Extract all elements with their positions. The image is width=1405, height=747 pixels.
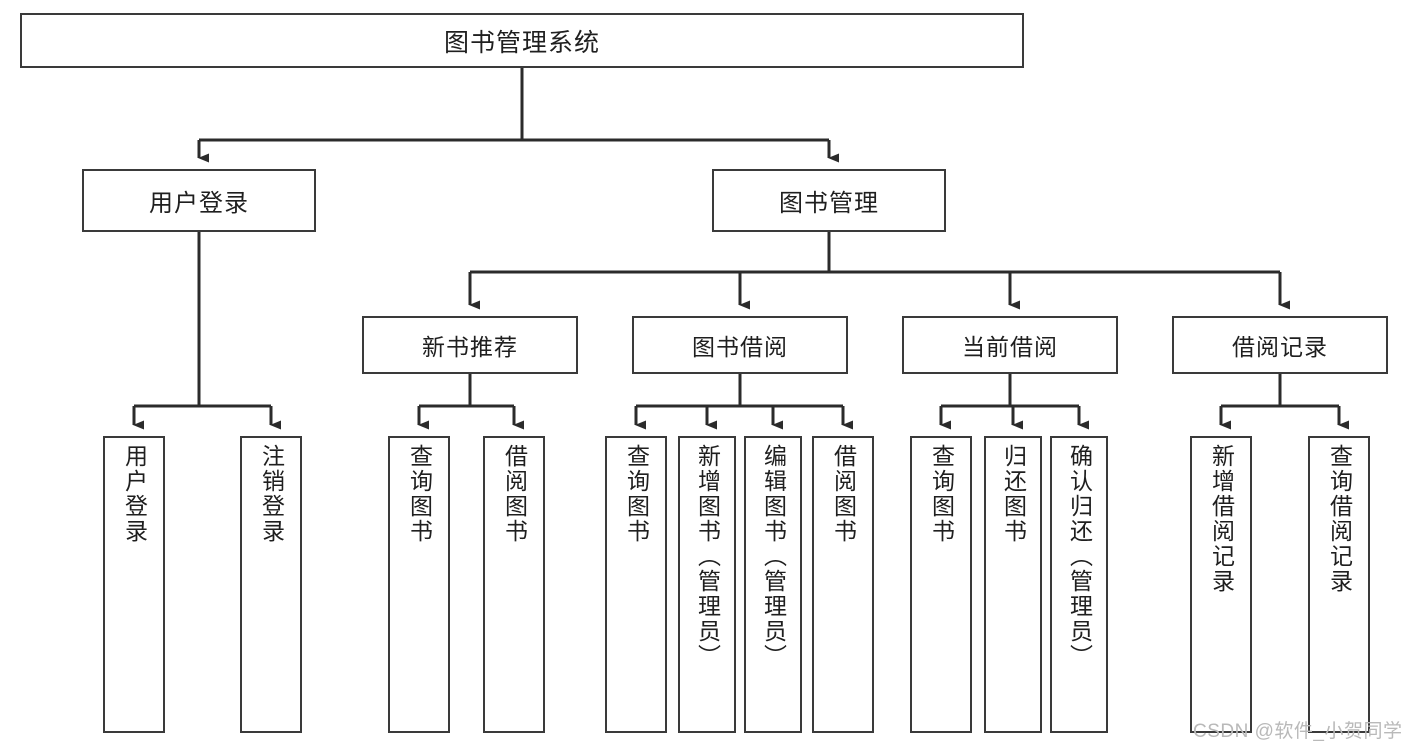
leaf-add-borrow-record[interactable]: 新增借阅记录 <box>1190 436 1252 733</box>
leaf-query-book-current[interactable]: 查询图书 <box>910 436 972 733</box>
leaf-borrow-book[interactable]: 借阅图书 <box>812 436 874 733</box>
leaf-query-book-current-label: 查询图书 <box>928 444 955 544</box>
leaf-query-book-borrow-label: 查询图书 <box>623 444 650 544</box>
node-user-login[interactable]: 用户登录 <box>82 169 316 232</box>
leaf-user-login[interactable]: 用户登录 <box>103 436 165 733</box>
node-current-borrow[interactable]: 当前借阅 <box>902 316 1118 374</box>
leaf-edit-book-admin[interactable]: 编辑图书（管理员） <box>744 436 802 733</box>
csdn-watermark: CSDN @软件_小贺同学 <box>1193 721 1403 742</box>
leaf-confirm-return-admin[interactable]: 确认归还（管理员） <box>1050 436 1108 733</box>
leaf-borrow-book-label: 借阅图书 <box>830 444 857 544</box>
leaf-query-book-recommend-label: 查询图书 <box>406 444 433 544</box>
node-borrow-record[interactable]: 借阅记录 <box>1172 316 1388 374</box>
leaf-confirm-return-admin-label: 确认归还（管理员） <box>1066 444 1093 669</box>
leaf-query-borrow-record[interactable]: 查询借阅记录 <box>1308 436 1370 733</box>
leaf-borrow-book-recommend[interactable]: 借阅图书 <box>483 436 545 733</box>
node-root[interactable]: 图书管理系统 <box>20 13 1024 68</box>
leaf-return-book-label: 归还图书 <box>1000 444 1027 544</box>
leaf-logout[interactable]: 注销登录 <box>240 436 302 733</box>
node-book-borrow[interactable]: 图书借阅 <box>632 316 848 374</box>
leaf-add-borrow-record-label: 新增借阅记录 <box>1208 444 1235 594</box>
leaf-add-book-admin[interactable]: 新增图书（管理员） <box>678 436 736 733</box>
node-book-management[interactable]: 图书管理 <box>712 169 946 232</box>
leaf-return-book[interactable]: 归还图书 <box>984 436 1042 733</box>
leaf-borrow-book-recommend-label: 借阅图书 <box>501 444 528 544</box>
node-root-label: 图书管理系统 <box>443 28 600 57</box>
leaf-add-book-admin-label: 新增图书（管理员） <box>694 444 721 669</box>
leaf-user-login-label: 用户登录 <box>121 444 148 544</box>
node-book-management-label: 图书管理 <box>779 190 879 217</box>
node-new-book-recommend-label: 新书推荐 <box>422 334 518 360</box>
leaf-query-borrow-record-label: 查询借阅记录 <box>1326 444 1353 594</box>
node-new-book-recommend[interactable]: 新书推荐 <box>362 316 578 374</box>
leaf-edit-book-admin-label: 编辑图书（管理员） <box>760 444 787 669</box>
leaf-logout-label: 注销登录 <box>258 444 285 544</box>
node-borrow-record-label: 借阅记录 <box>1232 334 1328 360</box>
leaf-query-book-recommend[interactable]: 查询图书 <box>388 436 450 733</box>
node-book-borrow-label: 图书借阅 <box>692 334 788 360</box>
node-user-login-label: 用户登录 <box>149 190 249 217</box>
leaf-query-book-borrow[interactable]: 查询图书 <box>605 436 667 733</box>
node-current-borrow-label: 当前借阅 <box>962 334 1058 360</box>
